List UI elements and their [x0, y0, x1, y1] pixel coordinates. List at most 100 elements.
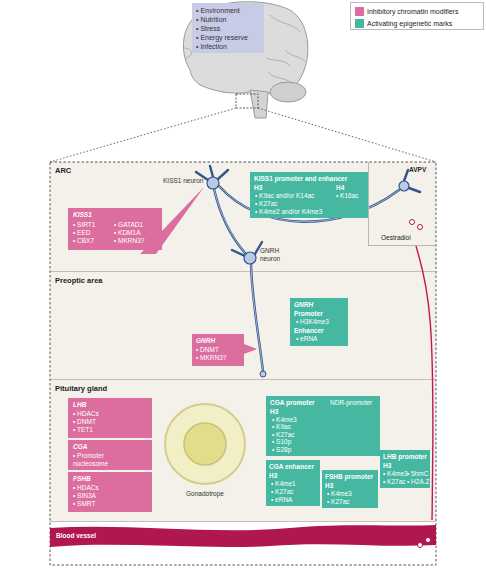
node-text: • SMRT: [73, 500, 133, 508]
node-heading: KISS1: [73, 211, 113, 219]
node-heading: • Environment: [196, 7, 262, 15]
legend-swatch: [355, 7, 364, 16]
node-text: • DNMT: [196, 346, 240, 354]
node-heading: CGA: [73, 443, 133, 451]
node-text: • Energy reserve: [196, 34, 262, 42]
brain-outline: [183, 2, 307, 94]
node-text: • K4me3: [327, 490, 367, 498]
vessel-wall: [50, 525, 436, 547]
node-text: • eRNA: [271, 496, 311, 504]
node-text: H3: [325, 482, 339, 490]
node-heading: CGA promoter: [270, 399, 330, 407]
node-heading: LHB: [73, 401, 133, 409]
activating-mark-box: GNRHPromoter• H3K4me3Enhancer• eRNA: [290, 298, 348, 346]
cerebellum: [270, 82, 306, 102]
inhibitory-modifier-box: LHB• HDACs• DNMT• TET1: [68, 398, 152, 438]
node-text: • H3K4me3: [296, 318, 346, 326]
node-text: • HDACs: [73, 410, 133, 418]
node-heading: GNRH: [196, 337, 240, 345]
hormone-dot: [418, 543, 423, 548]
legend-text: Activating epigenetic marks: [367, 19, 452, 28]
activating-mark-box: FSHB promoterH3• K4me3• K27ac: [322, 470, 378, 508]
node-heading: FSHB promoter: [325, 473, 377, 481]
zoom-frame: [50, 162, 436, 565]
zoom-lines: [50, 108, 436, 162]
node-text: • EED: [73, 229, 113, 237]
node-text: • K16ac: [336, 192, 366, 200]
activating-mark-box: CGA promoterH3• K4me3• K9ac• K27ac• S10p…: [266, 396, 380, 456]
node-heading: Pituitary gland: [55, 385, 135, 393]
part-label: GNRH neuron: [260, 247, 286, 263]
cell-shape: [163, 402, 247, 486]
node-text: • eRNA: [296, 335, 346, 343]
node-text: H3: [254, 184, 268, 192]
node-heading: GNRH: [294, 301, 344, 309]
node-text: Enhancer: [294, 327, 344, 335]
node-heading: Blood vessel: [56, 532, 126, 540]
node-heading: LHB promoter: [383, 453, 429, 461]
node-heading: Preoptic area: [55, 277, 135, 285]
connector-line: [416, 246, 433, 520]
node-text: H3: [270, 408, 284, 416]
node-text: • K27ac: [272, 431, 312, 439]
node-text: • Infection: [196, 43, 262, 51]
activating-mark-box: LHB promoterH3• K4me3• K27ac• 5hmC• H2A.…: [380, 450, 430, 488]
node-text: • K4me1: [271, 480, 311, 488]
node-text: • Promoter nucleosome: [73, 452, 121, 468]
cell-nucleus: [184, 423, 226, 465]
node-text: • KDM1A: [114, 229, 160, 237]
node-text: • SIN3A: [73, 492, 133, 500]
inhibitory-modifier-box: FSHB• HDACs• SIN3A• SMRT: [68, 472, 152, 512]
node-text: • S28p: [272, 446, 312, 454]
node-text: Promoter: [294, 310, 344, 318]
inhibitory-modifier-box: CGA• Promoter nucleosome: [68, 440, 152, 470]
node-heading: FSHB: [73, 475, 133, 483]
node-text: • MKRN3?: [196, 354, 240, 362]
node-text: • SIRT1: [73, 221, 113, 229]
brainstem: [250, 90, 268, 118]
node-text: • DNMT: [73, 418, 133, 426]
node-text: • K4me3: [383, 470, 407, 478]
node-text: • CBX7: [73, 237, 113, 245]
node-text: • S10p: [272, 438, 312, 446]
hormone-dot: [418, 225, 423, 230]
node-text: • K4me2 and/or K4me3: [255, 208, 333, 216]
region-band: ARC KISS1 promoter and enhancerH3• K9ac a…: [50, 162, 436, 272]
node-heading: AVPV: [409, 166, 435, 174]
node-heading: Gonadotrope: [163, 490, 247, 498]
blood-vessel-band: Blood vessel: [50, 520, 436, 552]
node-text: H3: [383, 462, 397, 470]
node-text: • K9ac: [272, 423, 312, 431]
node-text: • K27ac: [327, 498, 367, 506]
region-band: Preoptic areaGNRHPromoter• H3K4me3Enhanc…: [50, 272, 436, 380]
node-text: • Stress: [196, 25, 262, 33]
node-text: • HDACs: [73, 484, 133, 492]
node-heading: KISS1 promoter and enhancer: [254, 175, 366, 183]
node-text: • Nutrition: [196, 16, 262, 24]
activating-mark-box: CGA enhancerH3• K4me1• K27ac• eRNA: [266, 460, 320, 506]
nucleus-box: AVPV Oestradiol: [368, 162, 436, 246]
inhibitory-modifier-box: KISS1 • SIRT1• EED• CBX7• GATAD1• KDM1A• …: [68, 208, 162, 250]
node-text: • K9ac and/or K14ac: [255, 192, 333, 200]
factor-box: • Environment• Nutrition• Stress• Energy…: [192, 3, 264, 53]
node-text: • GATAD1: [114, 221, 160, 229]
node-text: H4: [336, 184, 350, 192]
node-text: • K27ac: [383, 478, 407, 486]
region-band: Pituitary glandLHB• HDACs• DNMT• TET1CGA…: [50, 380, 436, 522]
gonadotrope-cell: Gonadotrope: [163, 402, 247, 502]
node-text: • MKRN3?: [114, 237, 160, 245]
node-text: • TET1: [73, 426, 133, 434]
node-text: NDR-promoter: [330, 399, 378, 407]
node-heading: ARC: [55, 167, 95, 175]
node-text: • H2A.Z: [407, 478, 429, 486]
inhibitory-modifier-box: GNRH• DNMT• MKRN3?: [192, 334, 244, 366]
legend-text: Inhibitory chromatin modifiers: [367, 7, 458, 16]
node-heading: CGA enhancer: [269, 463, 319, 471]
cell-membrane: [165, 404, 245, 484]
node-text: • K27ac: [271, 488, 311, 496]
hormone-dot: [426, 538, 431, 543]
vessel-shape: [50, 520, 436, 552]
node-text: Oestradiol: [381, 234, 427, 242]
node-text: H3: [269, 472, 283, 480]
